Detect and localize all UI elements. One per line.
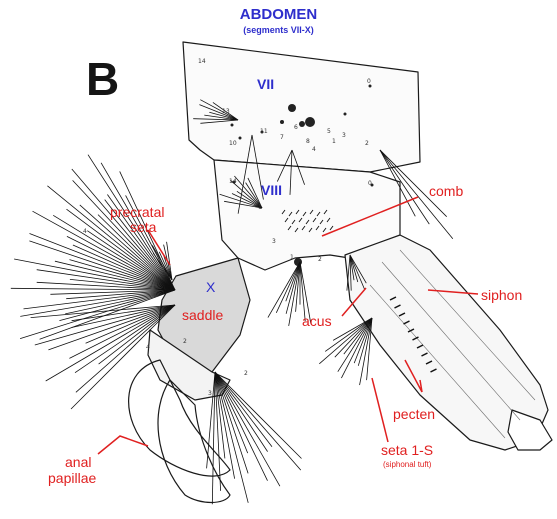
- precratal-label-line2: seta: [130, 220, 156, 234]
- seta-number: 8: [306, 138, 310, 145]
- precratal-label-line1: precratal: [110, 205, 164, 219]
- seta-number: 0: [367, 78, 371, 85]
- seta-number: 13: [222, 108, 230, 115]
- seta-number: 4: [83, 228, 87, 235]
- seta-1s-hair: [344, 318, 372, 354]
- anal-seta: [215, 372, 272, 447]
- seta-number: 5: [327, 128, 331, 135]
- seta-1s-label: seta 1-S: [381, 443, 433, 457]
- anal-seta: [215, 372, 280, 486]
- ventral-brush-seta: [20, 290, 175, 316]
- anal-label-line1: anal: [65, 455, 91, 469]
- anal-seta: [215, 372, 301, 470]
- seta-number: 3: [272, 238, 276, 245]
- seta-number: 2: [183, 338, 187, 345]
- seta-number: 1: [290, 254, 294, 261]
- seta-number: 1: [332, 138, 336, 145]
- seta-number: 7: [280, 134, 284, 141]
- segment-viii-label: VIII: [261, 183, 282, 197]
- seta-number: 14: [229, 178, 237, 185]
- siphon-label: siphon: [481, 288, 522, 302]
- seta-number: 3: [208, 390, 212, 397]
- ventral-brush-seta: [87, 231, 175, 290]
- seta-number: 1: [258, 204, 262, 211]
- panel-letter: B: [86, 56, 119, 102]
- seta-number: 0: [368, 180, 372, 187]
- seta-number: 2: [365, 140, 369, 147]
- siphonal-tuft-label: (siphonal tuft): [383, 461, 431, 469]
- seta1s-leader: [372, 378, 388, 442]
- figure-subtitle: (segments VII-X): [0, 26, 557, 35]
- segment-vii-outline: [183, 42, 420, 172]
- saddle-label: saddle: [182, 308, 223, 322]
- ventral-brush-seta: [72, 169, 175, 290]
- seta-number: 11: [260, 128, 268, 135]
- segment-x-label: X: [206, 280, 215, 294]
- seta-number: 6: [294, 124, 298, 131]
- pecten-label: pecten: [393, 407, 435, 421]
- seta-number: 2: [244, 370, 248, 377]
- seta-number: 2: [318, 256, 322, 263]
- comb-label: comb: [429, 184, 463, 198]
- seta-number: 14: [198, 58, 206, 65]
- acus-label: acus: [302, 314, 332, 328]
- seta-number: 10: [229, 140, 237, 147]
- seta-number: 4: [312, 146, 316, 153]
- anal-seta: [215, 372, 302, 459]
- seta-number: 3: [342, 132, 346, 139]
- segment-vii-label: VII: [257, 77, 274, 91]
- anal-seta: [215, 372, 268, 481]
- seta-number: 4: [146, 344, 150, 351]
- figure-title: ABDOMEN: [0, 7, 557, 22]
- anal-label-line2: papillae: [48, 471, 96, 485]
